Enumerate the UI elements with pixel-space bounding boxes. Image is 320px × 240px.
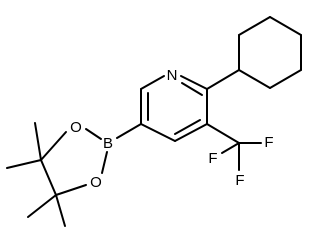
cyclohexyl-group [206,16,302,90]
trifluoromethyl-group [206,123,262,171]
atom-label-boron: B [103,135,113,152]
bond-cf3-f-left [221,142,240,154]
bond-cy5-cy6 [269,69,302,89]
bond-b-o-lower [101,151,108,174]
bond-o-upper-c [40,131,67,161]
bond-c2-cy1 [206,69,240,90]
bond-n1-c2 [180,75,208,90]
bond-cy2-cy3 [238,16,271,36]
bond-c5-b [116,123,142,139]
atom-label-fluorine-right: F [264,134,273,151]
bond-pinacol-cc [40,159,57,196]
chemical-structure-diagram: N B O O F F F [6,16,302,227]
bond-c4-c5 [140,123,176,142]
bond-c3-c4-inner [174,119,201,135]
bond-c6-n1 [140,75,165,90]
bond-methyl-4 [55,194,66,227]
bond-o-lower-c [55,184,87,196]
bond-cy3-cy4 [269,16,302,36]
bond-c3-c4 [174,123,208,142]
bond-cy6-cy1 [238,69,271,89]
bond-methyl-3 [27,194,57,218]
bond-methyl-1 [6,159,42,169]
atom-label-fluorine-bottom: F [235,172,244,189]
pinacol-boronate-group [6,122,142,227]
atom-label-oxygen-lower: O [90,174,102,191]
pyridine-ring [140,75,208,142]
atom-label-nitrogen: N [167,67,178,84]
atom-label-oxygen-upper: O [70,119,82,136]
bond-methyl-2 [34,122,42,161]
bond-b-o-upper [85,128,102,140]
bond-c3-cf3 [206,123,240,144]
bond-n1-c2-inner [181,82,203,96]
atom-label-fluorine-left: F [208,150,217,167]
